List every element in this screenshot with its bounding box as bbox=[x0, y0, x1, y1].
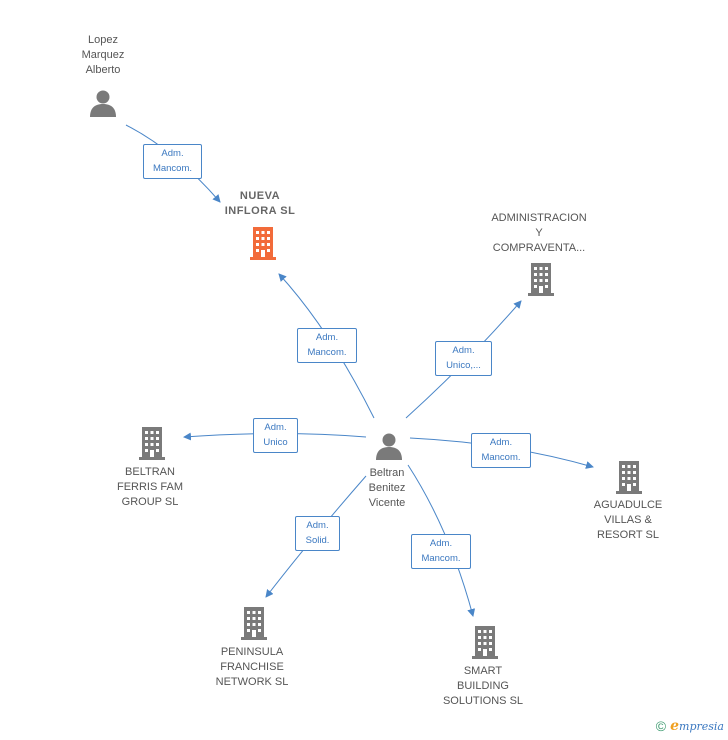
edge-label-e4[interactable]: Adm. Unico bbox=[253, 418, 298, 453]
building-icon-main[interactable] bbox=[249, 226, 277, 260]
person-icon[interactable] bbox=[88, 88, 118, 118]
building-icon[interactable] bbox=[138, 426, 166, 460]
edge-label-e2[interactable]: Adm. Mancom. bbox=[297, 328, 357, 363]
person-icon[interactable] bbox=[374, 431, 404, 461]
edge-label-e1[interactable]: Adm. Mancom. bbox=[143, 144, 202, 179]
edge-label-e6[interactable]: Adm. Solid. bbox=[295, 516, 340, 551]
building-icon[interactable] bbox=[527, 262, 555, 296]
node-label-admin[interactable]: ADMINISTRACION Y COMPRAVENTA... bbox=[491, 212, 587, 254]
node-label-smart[interactable]: SMART BUILDING SOLUTIONS SL bbox=[442, 665, 524, 707]
node-label-beltran-vicente[interactable]: Beltran Benitez Vicente bbox=[368, 467, 406, 509]
brand-logo-initial: e bbox=[670, 718, 680, 734]
node-label-ferris[interactable]: BELTRAN FERRIS FAM GROUP SL bbox=[116, 466, 183, 508]
node-label-lopez[interactable]: Lopez Marquez Alberto bbox=[81, 34, 125, 76]
building-icon[interactable] bbox=[240, 606, 268, 640]
edge-label-e5[interactable]: Adm. Mancom. bbox=[471, 433, 531, 468]
brand-watermark: © empresia bbox=[656, 718, 724, 734]
node-label-nueva[interactable]: NUEVA INFLORA SL bbox=[224, 190, 296, 217]
building-icon[interactable] bbox=[615, 460, 643, 494]
node-label-aguadulce[interactable]: AGUADULCE VILLAS & RESORT SL bbox=[593, 499, 663, 541]
copyright-symbol: © bbox=[655, 718, 667, 734]
building-icon[interactable] bbox=[471, 625, 499, 659]
brand-logo: empresia bbox=[670, 718, 724, 734]
edge-label-e7[interactable]: Adm. Mancom. bbox=[411, 534, 471, 569]
node-label-peninsula[interactable]: PENINSULA FRANCHISE NETWORK SL bbox=[215, 646, 289, 688]
edge-label-e3[interactable]: Adm. Unico,... bbox=[435, 341, 492, 376]
brand-logo-text: mpresia bbox=[679, 720, 724, 733]
